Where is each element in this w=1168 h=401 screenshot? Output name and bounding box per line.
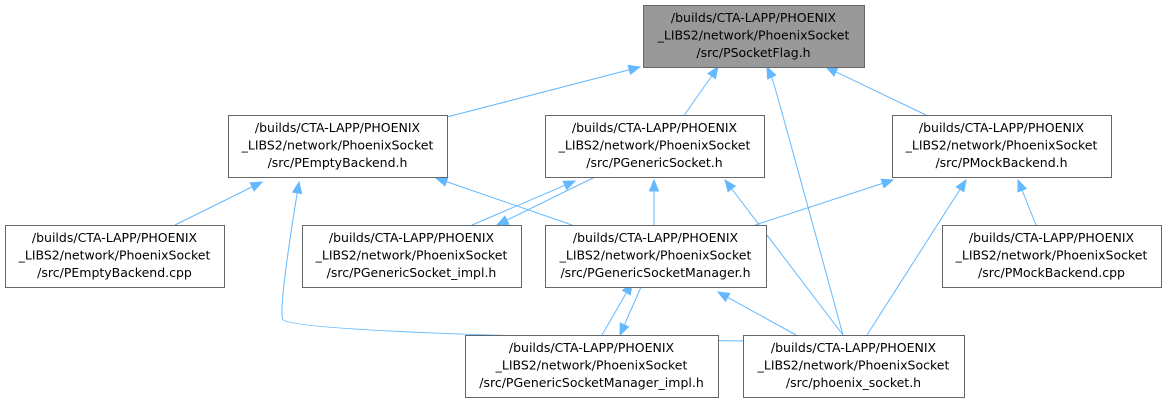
- node-box: [465, 335, 719, 398]
- node-label-line: /src/PEmptyBackend.cpp: [37, 265, 192, 280]
- node-label-line: _LIBS2/network/PhoenixSocket: [315, 248, 508, 263]
- node-pmockbackend-cpp[interactable]: /builds/CTA-LAPP/PHOENIX _LIBS2/network/P…: [942, 225, 1162, 288]
- edge-pgenericsocket_impl-to-pgenericsocket_h: [471, 184, 566, 226]
- node-label-line: /builds/CTA-LAPP/PHOENIX: [771, 340, 937, 355]
- edge-phoenix_socket-to-pgenericsocketmanager_h: [727, 296, 797, 336]
- node-label-line: /builds/CTA-LAPP/PHOENIX: [572, 120, 738, 135]
- node-label-line: /builds/CTA-LAPP/PHOENIX: [919, 120, 1085, 135]
- node-label-line: /builds/CTA-LAPP/PHOENIX: [671, 10, 837, 25]
- edge-arrowhead-10: [724, 178, 737, 193]
- node-label-line: /src/PGenericSocketManager.h: [560, 265, 750, 280]
- edge-arrowhead-3: [824, 66, 839, 77]
- node-box: [545, 225, 767, 288]
- node-label-line: _LIBS2/network/PhoenixSocket: [241, 138, 434, 153]
- edge-pgenericsocket_h-to-psocketflag: [682, 75, 713, 118]
- node-label-line: /builds/CTA-LAPP/PHOENIX: [969, 230, 1135, 245]
- edge-phoenix_socket-to-pmockbackend_h: [866, 189, 961, 336]
- node-label-line: /src/PMockBackend.cpp: [978, 265, 1125, 280]
- node-pmockbackend-h[interactable]: /builds/CTA-LAPP/PHOENIX _LIBS2/network/P…: [892, 115, 1112, 178]
- edges-layer: [174, 64, 1037, 342]
- node-label-line: /src/PSocketFlag.h: [696, 45, 810, 60]
- node-label-line: /src/PGenericSocket_impl.h: [327, 265, 497, 280]
- node-box: [942, 225, 1162, 288]
- node-label-line: _LIBS2/network/PhoenixSocket: [18, 248, 211, 263]
- node-psocketflag: /builds/CTA-LAPP/PHOENIX _LIBS2/network/P…: [643, 5, 865, 68]
- node-pgenericsocketmanager-impl[interactable]: /builds/CTA-LAPP/PHOENIX _LIBS2/network/P…: [465, 335, 719, 398]
- node-label-line: /src/PGenericSocketManager_impl.h: [479, 375, 704, 390]
- edge-arrowhead-16: [716, 291, 731, 303]
- edge-pgenericsocketmanager_h-to-pgenericsocketmanager_impl: [623, 286, 642, 326]
- node-box: [5, 225, 225, 288]
- node-pgenericsocket-h[interactable]: /builds/CTA-LAPP/PHOENIX _LIBS2/network/P…: [545, 115, 765, 178]
- edge-arrowhead-0: [627, 64, 642, 75]
- edge-pemptybackend_h-to-psocketflag: [446, 69, 630, 118]
- edge-arrowhead-7: [562, 180, 577, 191]
- edge-pmockbackend_cpp-to-pmockbackend_h: [1021, 190, 1037, 226]
- edge-arrowhead-12: [1017, 178, 1028, 193]
- node-box: [743, 335, 965, 398]
- node-label-line: _LIBS2/network/PhoenixSocket: [955, 248, 1148, 263]
- edge-arrowhead-15: [619, 322, 630, 337]
- node-box: [545, 115, 765, 178]
- node-box: [302, 225, 522, 288]
- node-box: [228, 115, 448, 178]
- node-pgenericsocketmanager-h[interactable]: /builds/CTA-LAPP/PHOENIX _LIBS2/network/P…: [545, 225, 767, 288]
- edge-arrowhead-13: [955, 178, 967, 193]
- node-box: [892, 115, 1112, 178]
- node-pemptybackend-cpp[interactable]: /builds/CTA-LAPP/PHOENIX _LIBS2/network/P…: [5, 225, 225, 288]
- edge-arrowhead-8: [495, 215, 510, 226]
- edge-arrowhead-1: [707, 65, 719, 80]
- node-label-line: _LIBS2/network/PhoenixSocket: [657, 28, 850, 43]
- edge-arrowhead-2: [766, 65, 777, 80]
- node-label-line: _LIBS2/network/PhoenixSocket: [905, 138, 1098, 153]
- node-label-line: _LIBS2/network/PhoenixSocket: [757, 358, 950, 373]
- edge-pgenericsocket_h-to-pgenericsocket_impl: [506, 176, 596, 221]
- edge-pgenericsocketmanager_h-to-pemptybackend_h: [446, 181, 573, 226]
- node-label-line: /builds/CTA-LAPP/PHOENIX: [573, 230, 739, 245]
- edge-arrowhead-4: [249, 181, 264, 192]
- node-label-line: /src/phoenix_socket.h: [786, 375, 921, 390]
- edge-arrowhead-5: [434, 176, 449, 187]
- node-label-line: /builds/CTA-LAPP/PHOENIX: [509, 340, 675, 355]
- node-pgenericsocket-impl[interactable]: /builds/CTA-LAPP/PHOENIX _LIBS2/network/P…: [302, 225, 522, 288]
- edge-pgenericsocketmanager_impl-to-pgenericsocketmanager_h: [601, 292, 627, 336]
- nodes-layer: /builds/CTA-LAPP/PHOENIX _LIBS2/network/P…: [5, 5, 1162, 398]
- edge-pemptybackend_cpp-to-pemptybackend_h: [174, 186, 253, 226]
- node-label-line: /src/PEmptyBackend.h: [268, 155, 408, 170]
- node-box: [643, 5, 865, 68]
- edge-arrowhead-11: [880, 178, 895, 189]
- edge-pgenericsocketmanager_h-to-pmockbackend_h: [754, 182, 883, 226]
- edge-arrowhead-6: [291, 180, 303, 195]
- edge-phoenix_socket-to-psocketflag: [771, 76, 844, 336]
- node-pemptybackend-h[interactable]: /builds/CTA-LAPP/PHOENIX _LIBS2/network/P…: [228, 115, 448, 178]
- node-label-line: /builds/CTA-LAPP/PHOENIX: [329, 230, 495, 245]
- node-label-line: /src/PGenericSocket.h: [586, 155, 722, 170]
- edge-phoenix_socket-to-pgenericsocket_h: [731, 188, 844, 336]
- node-phoenix-socket[interactable]: /builds/CTA-LAPP/PHOENIX _LIBS2/network/P…: [743, 335, 965, 398]
- node-label-line: /builds/CTA-LAPP/PHOENIX: [32, 230, 198, 245]
- edge-pmockbackend_h-to-psocketflag: [835, 71, 931, 118]
- edge-arrowhead-9: [648, 178, 660, 192]
- node-label-line: _LIBS2/network/PhoenixSocket: [559, 248, 752, 263]
- node-label-line: _LIBS2/network/PhoenixSocket: [495, 358, 688, 373]
- node-label-line: /builds/CTA-LAPP/PHOENIX: [255, 120, 421, 135]
- node-label-line: _LIBS2/network/PhoenixSocket: [558, 138, 751, 153]
- node-label-line: /src/PMockBackend.h: [935, 155, 1067, 170]
